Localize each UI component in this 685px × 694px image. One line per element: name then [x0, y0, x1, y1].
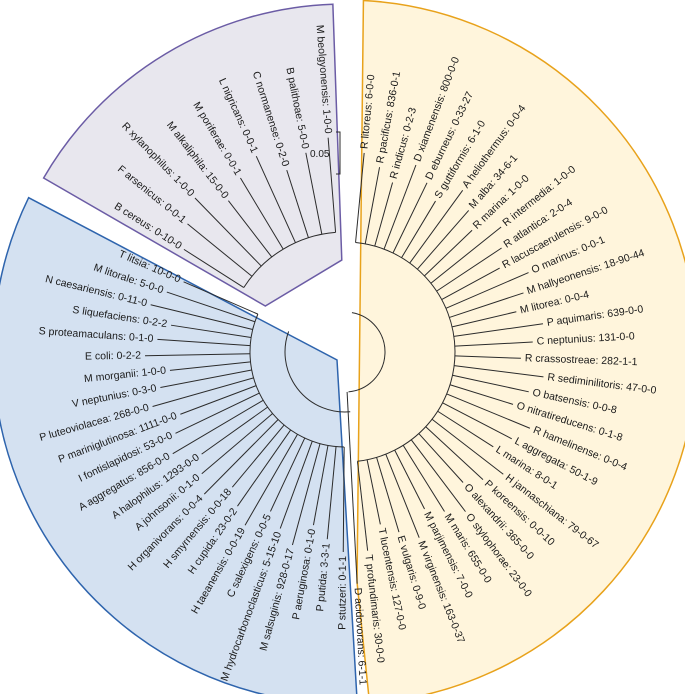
- leaf-branch: [255, 155, 296, 243]
- leaf-label: R crassostreae: 282-1-1: [525, 352, 638, 368]
- leaf-branch: [279, 441, 313, 529]
- clade-sector-blue: [0, 196, 358, 694]
- outgroup-branch: [346, 391, 358, 584]
- leaf-branch: [160, 369, 252, 389]
- leaf-branch: [286, 169, 309, 238]
- leaf-branch: [201, 413, 273, 475]
- leaf-branch: [454, 341, 533, 347]
- leaf-branch: [394, 449, 425, 510]
- leaf-branch: [449, 384, 514, 405]
- leaf-branch: [342, 446, 345, 552]
- leaf-branch: [175, 392, 260, 434]
- leaf-branch: [237, 429, 292, 507]
- leaf-branch: [231, 424, 285, 488]
- leaf-branch: [453, 323, 544, 337]
- root-arc: [348, 312, 386, 393]
- leaf-branch: [364, 167, 381, 244]
- leaf-branch: [240, 177, 284, 250]
- leaf-branch: [170, 324, 252, 339]
- leaf-branch: [180, 385, 257, 415]
- leaf-branch: [269, 437, 306, 512]
- tree-branches: [145, 137, 544, 584]
- leaf-branch: [452, 374, 529, 393]
- leaf-branch: [454, 365, 544, 378]
- leaf-branch: [203, 419, 279, 495]
- scale-bar: 0.05: [310, 131, 341, 175]
- leaf-branch: [194, 197, 262, 267]
- leaf-branch: [183, 248, 245, 288]
- leaf-branch: [326, 446, 337, 540]
- leaf-branch: [244, 434, 298, 526]
- leaf-branch: [157, 338, 251, 347]
- leaf-branch: [201, 406, 268, 455]
- scale-bar-label: 0.05: [310, 149, 330, 160]
- leaf-branch: [385, 453, 420, 538]
- leaf-branch: [187, 223, 253, 277]
- leaf-branch: [442, 402, 512, 440]
- leaf-branch: [172, 399, 264, 455]
- leaf-branch: [366, 459, 381, 525]
- leaf-branch: [410, 439, 466, 512]
- leaf-branch: [305, 152, 323, 235]
- leaf-branch: [169, 361, 251, 371]
- leaf-branch: [430, 226, 502, 284]
- leaf-branch: [150, 304, 253, 331]
- leaf-branch: [436, 247, 502, 292]
- leaf-branch: [402, 445, 445, 512]
- leaf-branch: [416, 210, 470, 270]
- leaf-label: C neptunius: 131-0-0: [536, 330, 635, 347]
- leaf-branch: [228, 200, 273, 258]
- clade-sector-yellow: [356, 0, 685, 694]
- leaf-branch: [374, 182, 394, 247]
- leaf-branch: [409, 189, 464, 264]
- leaf-branch: [383, 164, 417, 250]
- outgroup-label: D acidovorans: 6-1-1: [352, 587, 369, 685]
- leaf-branch: [183, 281, 259, 315]
- leaf-branch: [441, 267, 500, 300]
- leaf-branch: [418, 433, 464, 483]
- leaf-branch: [431, 418, 504, 475]
- leaf-branch: [145, 353, 251, 357]
- leaf-branch: [152, 377, 254, 407]
- leaf-label: E coli: 0-2-2: [85, 350, 141, 363]
- leaf-branch: [454, 355, 521, 359]
- leaf-branch: [166, 291, 256, 323]
- leaf-branch: [291, 443, 321, 546]
- root-arc: [284, 331, 351, 413]
- leaf-label: P stutzeri: 0-1-1: [336, 556, 349, 630]
- leaf-branch: [424, 229, 473, 277]
- leaf-branch: [376, 457, 400, 533]
- leaf-branch: [401, 200, 436, 258]
- leaf-branch: [437, 410, 494, 448]
- leaf-branch: [355, 152, 365, 243]
- backbone-arc: [355, 242, 456, 462]
- leaf-branch: [327, 137, 337, 233]
- leaf-branch: [392, 182, 428, 254]
- leaf-branch: [451, 311, 517, 328]
- leaf-branch: [356, 461, 369, 551]
- leaf-branch: [312, 445, 329, 526]
- leaf-branch: [446, 393, 531, 429]
- backbone-arc: [249, 313, 345, 448]
- backbone-arc: [243, 231, 336, 288]
- clade-sector-gray: [42, 3, 343, 307]
- leaf-branch: [425, 426, 484, 481]
- leaf-branch: [449, 292, 524, 318]
- leaf-branch: [445, 272, 529, 309]
